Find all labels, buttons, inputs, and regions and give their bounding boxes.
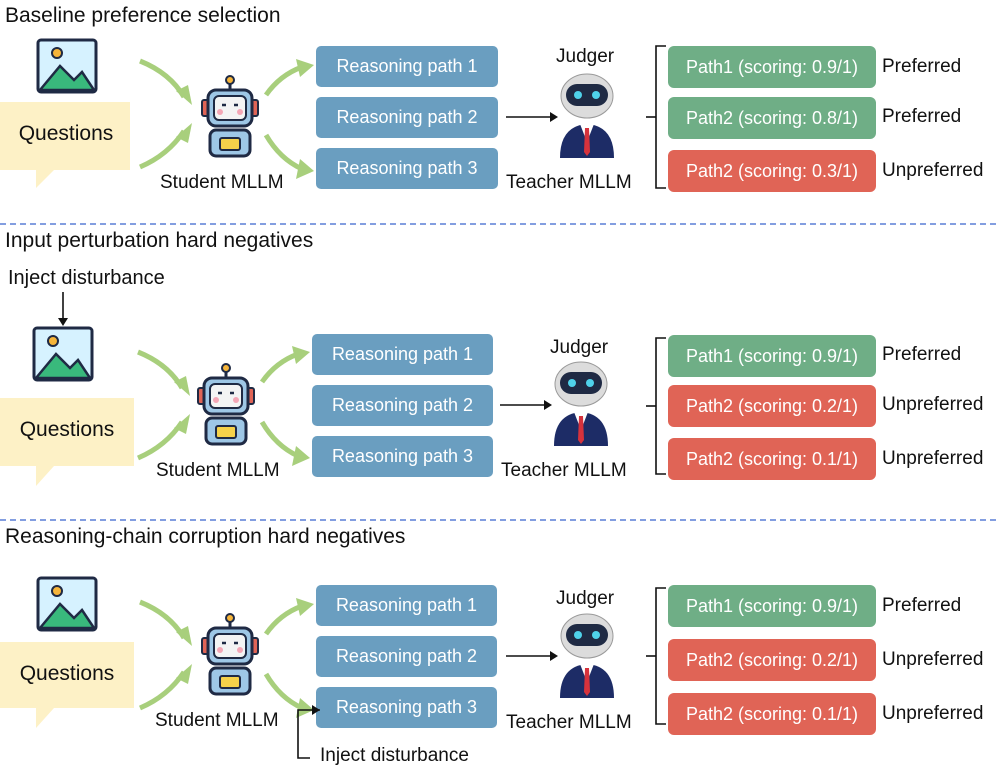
teacher-label: Teacher MLLM [501, 460, 627, 481]
verdict-1: Preferred [882, 344, 962, 365]
score-box-3: Path2 (scoring: 0.1/1) [668, 438, 876, 480]
path-arrows [259, 346, 310, 466]
student-robot-icon [201, 75, 259, 158]
student-label: Student MLLM [160, 172, 284, 193]
section-title: Input perturbation hard negatives [5, 229, 314, 252]
questions-label: Questions [18, 122, 114, 145]
verdict-2: Unpreferred [882, 649, 984, 670]
teacher-robot-icon [560, 613, 614, 698]
student-label: Student MLLM [155, 710, 279, 731]
score-bracket [646, 587, 666, 725]
score-box-1: Path1 (scoring: 0.9/1) [668, 46, 876, 88]
judger-label: Judger [556, 588, 615, 609]
section-divider-2 [0, 519, 996, 521]
questions-bubble [0, 398, 134, 486]
inject-disturbance-label: Inject disturbance [320, 745, 469, 766]
verdict-3: Unpreferred [882, 160, 984, 181]
reasoning-path-1: Reasoning path 1 [312, 334, 493, 375]
reasoning-path-3: Reasoning path 3 [312, 436, 493, 477]
verdict-1: Preferred [882, 595, 962, 616]
verdict-3: Unpreferred [882, 448, 984, 469]
score-box-1: Path1 (scoring: 0.9/1) [668, 585, 876, 627]
judge-arrow [506, 112, 558, 122]
teacher-robot-icon [554, 361, 608, 446]
image-icon [36, 38, 98, 94]
inject-disturbance-label: Inject disturbance [8, 267, 165, 289]
verdict-1: Preferred [882, 56, 962, 77]
reasoning-path-1: Reasoning path 1 [316, 585, 497, 626]
verdict-3: Unpreferred [882, 703, 984, 724]
section-divider-1 [0, 223, 996, 225]
judger-label: Judger [556, 46, 615, 67]
score-box-2: Path2 (scoring: 0.8/1) [668, 97, 876, 139]
path-arrows [263, 59, 314, 179]
score-box-2: Path2 (scoring: 0.2/1) [668, 385, 876, 427]
questions-bubble [0, 642, 134, 728]
student-robot-icon [201, 613, 259, 696]
section-title: Reasoning-chain corruption hard negative… [5, 525, 406, 548]
student-label: Student MLLM [156, 460, 280, 481]
judger-label: Judger [550, 337, 609, 358]
inject-arrow [58, 292, 68, 326]
reasoning-path-3: Reasoning path 3 [316, 148, 498, 189]
input-arrows [138, 58, 192, 170]
score-box-3: Path2 (scoring: 0.1/1) [668, 693, 876, 735]
reasoning-path-2: Reasoning path 2 [312, 385, 493, 426]
questions-label: Questions [19, 662, 115, 685]
score-box-2: Path2 (scoring: 0.2/1) [668, 639, 876, 681]
student-robot-icon [197, 363, 255, 446]
score-box-1: Path1 (scoring: 0.9/1) [668, 335, 876, 377]
reasoning-path-3: Reasoning path 3 [316, 687, 497, 728]
judge-arrow [500, 400, 552, 410]
input-arrows [138, 599, 192, 711]
score-bracket [646, 337, 666, 475]
reasoning-path-1: Reasoning path 1 [316, 46, 498, 87]
questions-bubble [0, 102, 130, 188]
verdict-2: Preferred [882, 106, 962, 127]
teacher-robot-icon [560, 73, 614, 158]
path-arrows [263, 598, 314, 718]
reasoning-path-2: Reasoning path 2 [316, 97, 498, 138]
input-arrows [136, 349, 190, 461]
teacher-label: Teacher MLLM [506, 712, 632, 733]
score-box-3: Path2 (scoring: 0.3/1) [668, 150, 876, 192]
reasoning-path-2: Reasoning path 2 [316, 636, 497, 677]
questions-label: Questions [19, 418, 115, 441]
verdict-2: Unpreferred [882, 394, 984, 415]
judge-arrow [506, 651, 558, 661]
image-icon [36, 576, 98, 632]
inject-bracket [297, 705, 320, 759]
teacher-label: Teacher MLLM [506, 172, 632, 193]
section-title: Baseline preference selection [5, 4, 281, 27]
image-icon [32, 326, 94, 382]
score-bracket [646, 45, 666, 189]
